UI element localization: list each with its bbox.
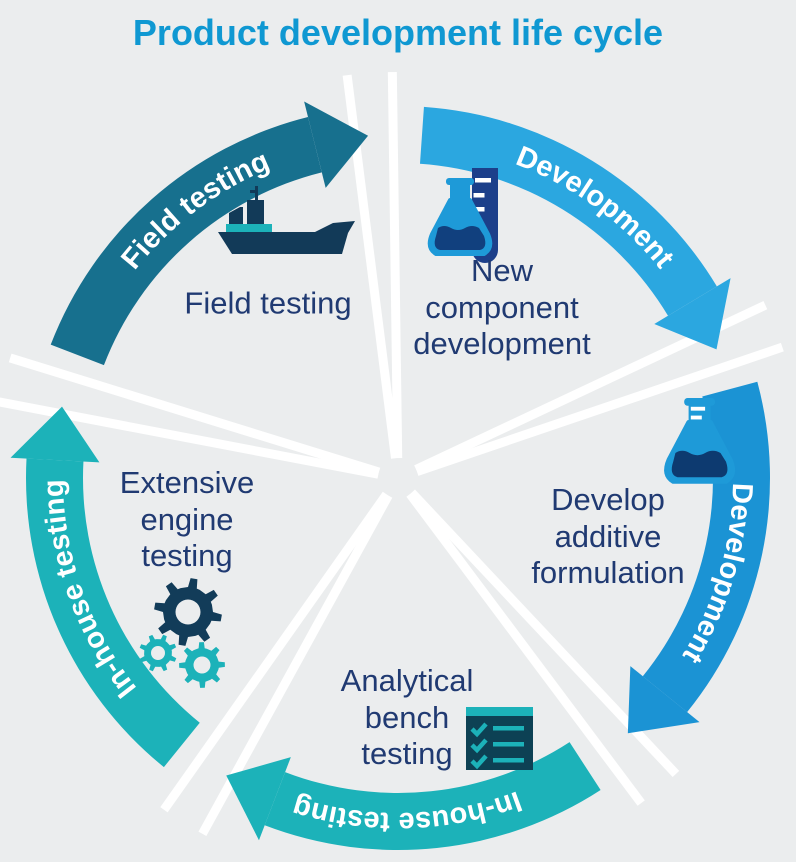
arrowhead-icon — [10, 406, 100, 463]
cargo-ship-icon — [218, 186, 355, 254]
wedge-label-new-component: New component development — [413, 253, 591, 362]
divider-line — [160, 491, 391, 813]
arc-inhouse-bench: In-house testing — [226, 742, 601, 851]
divider-line — [406, 491, 645, 806]
arc-band — [419, 106, 717, 316]
wedge-label-field-testing: Field testing — [184, 285, 352, 321]
arrowhead-icon — [226, 757, 291, 841]
page-title: Product development life cycle — [132, 12, 664, 53]
arrowhead-icon — [654, 278, 731, 350]
arc-band — [642, 381, 771, 713]
wedge-label-analytical-bench: Analytical bench testing — [340, 663, 474, 772]
arc-band — [50, 117, 322, 366]
wedge-label-develop-additive: Develop additive formulation — [531, 482, 685, 591]
divider-line — [387, 71, 403, 459]
arc-band — [264, 742, 601, 851]
divider-line — [415, 342, 784, 476]
arrowhead-icon — [304, 101, 369, 188]
divider-line — [8, 353, 381, 477]
arrowhead-icon — [627, 666, 700, 734]
flask-icon — [664, 398, 736, 484]
wedge-label-extensive-engine: Extensive engine testing — [119, 465, 255, 574]
gears-icon — [139, 578, 225, 688]
checklist-icon — [466, 707, 533, 770]
flask-test-tube-icon — [427, 168, 498, 263]
arc-band — [25, 458, 200, 768]
